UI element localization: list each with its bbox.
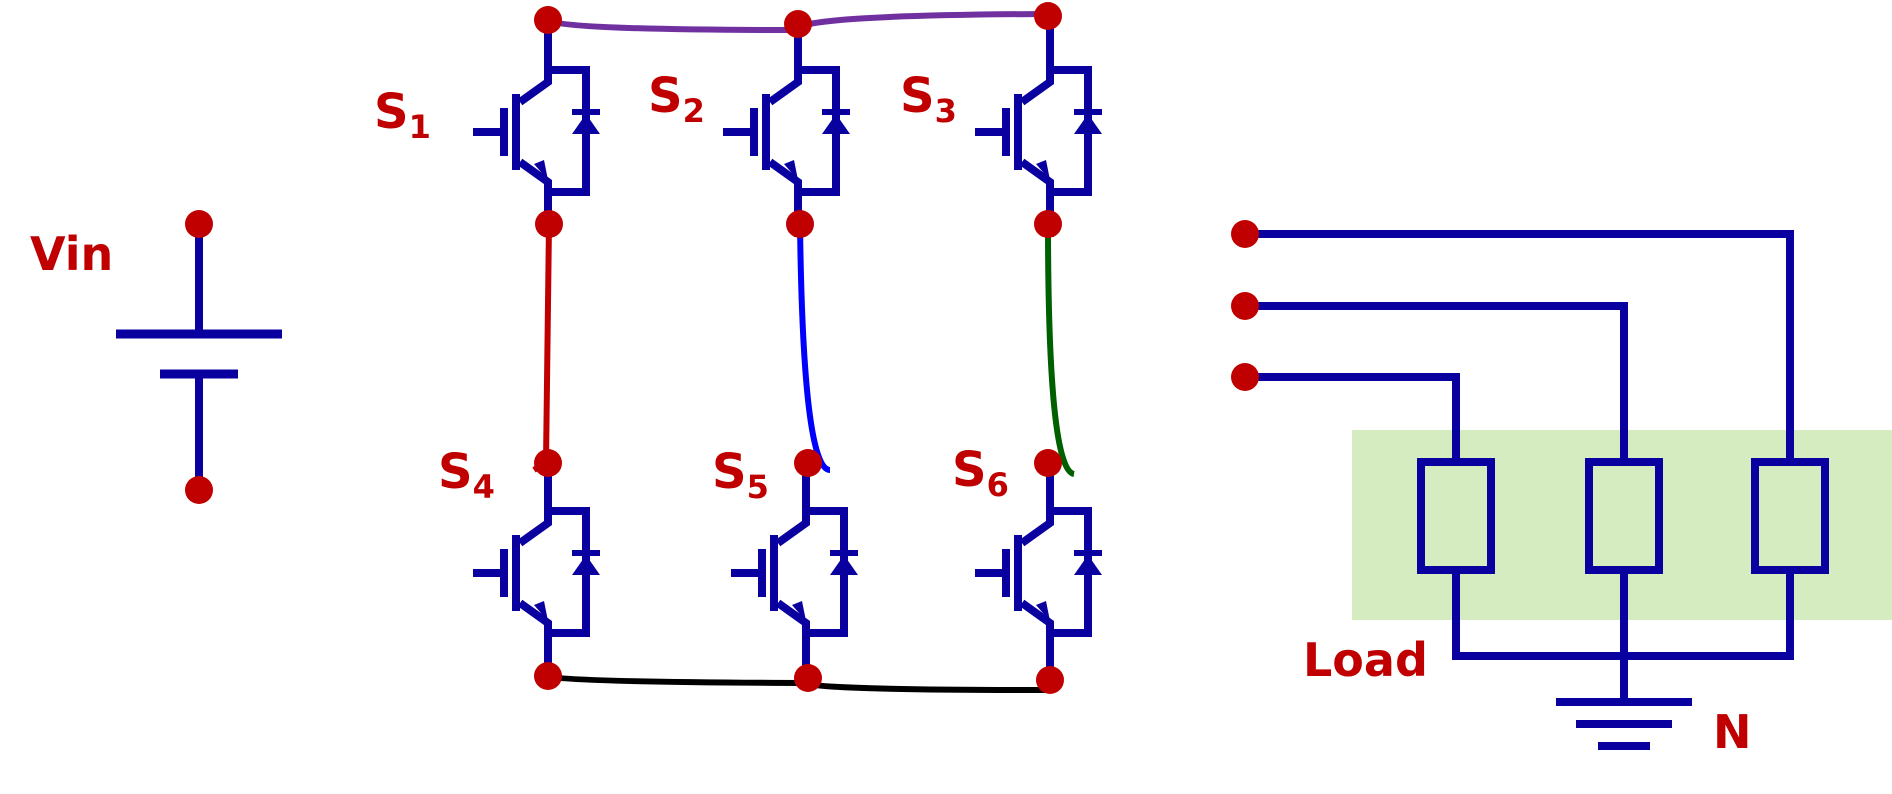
switch-s1-igbt-icon [473,22,600,237]
battery-icon [116,210,282,504]
vin-negative-node [185,476,213,504]
ground-icon [1556,698,1692,750]
switch-s2-igbt-icon [723,22,850,237]
switch-s2-label: S2 [648,68,705,130]
vin-label: Vin [30,227,113,281]
load-label: Load [1303,633,1428,687]
output-node-2 [1231,292,1259,320]
phase-b-connector [797,223,831,473]
neutral-label: N [1713,705,1752,759]
phase-c-connector [1045,223,1076,477]
load-network [1231,220,1829,750]
switch-s3-igbt-icon [975,22,1102,237]
output-node-3 [1231,363,1259,391]
switch-nodes [534,2,1064,694]
switch-s6-label: S6 [952,442,1009,504]
switch-s4-label: S4 [438,444,495,506]
switch-s5-label: S5 [712,444,769,506]
switch-s3-label: S3 [900,68,957,130]
vin-positive-node [185,210,213,238]
phase-a-connector [532,223,552,473]
switch-s1-label: S1 [374,84,431,146]
output-node-1 [1231,220,1259,248]
